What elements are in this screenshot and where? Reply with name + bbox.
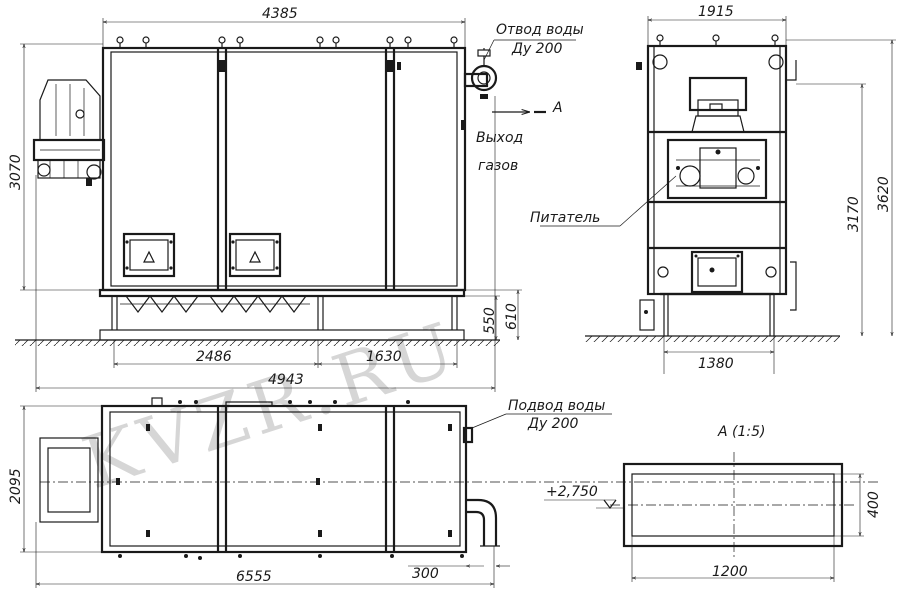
dim-2095: 2095 bbox=[8, 468, 24, 504]
top-lugs bbox=[116, 36, 458, 48]
dim-550: 550 bbox=[482, 307, 498, 334]
base-frame bbox=[98, 288, 466, 341]
label-water-inlet-du: Ду 200 bbox=[527, 416, 578, 432]
label-feeder: Питатель bbox=[530, 210, 600, 226]
plan-bolts bbox=[116, 424, 452, 537]
side-view: 1915 3620 3170 1380 Питатель bbox=[530, 4, 896, 374]
dim-2486: 2486 bbox=[196, 349, 232, 365]
boiler-body bbox=[101, 46, 467, 292]
dim-1630: 1630 bbox=[366, 349, 402, 365]
label-water-outlet-du: Ду 200 bbox=[511, 41, 562, 57]
dim-3620: 3620 bbox=[876, 176, 892, 212]
dim-3170: 3170 bbox=[846, 196, 862, 232]
dim-1915: 1915 bbox=[698, 4, 734, 20]
side-pipe-top bbox=[786, 60, 797, 81]
dim-6555: 6555 bbox=[236, 569, 272, 585]
plan-bottom-lugs bbox=[118, 554, 464, 560]
plan-view: Подвод воды Ду 200 2095 6555 300 bbox=[8, 397, 880, 588]
side-pipe-bottom bbox=[790, 261, 797, 311]
dim-300: 300 bbox=[412, 566, 439, 582]
dim-3070: 3070 bbox=[8, 154, 24, 190]
label-view-a: A bbox=[552, 100, 563, 116]
front-view: 4385 3070 2486 1630 4943 550 610 Отвод в… bbox=[8, 6, 584, 392]
dim-4385: 4385 bbox=[262, 6, 298, 22]
label-water-inlet: Подвод воды bbox=[508, 398, 605, 414]
partition-mark bbox=[219, 60, 225, 72]
feeder-hopper-side bbox=[666, 76, 768, 200]
dim-1380: 1380 bbox=[698, 356, 734, 372]
label-gas-outlet-2: газов bbox=[478, 158, 518, 174]
door-right bbox=[228, 232, 282, 278]
door-left bbox=[122, 232, 176, 278]
partition-mark bbox=[397, 62, 401, 70]
plan-water-inlet bbox=[462, 426, 474, 444]
boiler-inner-outline bbox=[110, 51, 458, 287]
partition-mark bbox=[387, 60, 393, 72]
label-gas-outlet: Выход bbox=[476, 130, 523, 146]
detail-a-title: A (1:5) bbox=[717, 424, 765, 440]
label-water-outlet: Отвод воды bbox=[496, 22, 584, 38]
plan-feeder bbox=[39, 437, 99, 523]
detail-a-level: +2,750 bbox=[546, 484, 598, 500]
side-lower-door bbox=[657, 250, 777, 294]
plan-gas-duct bbox=[466, 498, 498, 546]
detail-a-width: 1200 bbox=[712, 564, 748, 580]
feeder-unit-front bbox=[32, 79, 106, 186]
ground-hatch bbox=[15, 340, 500, 346]
plan-body bbox=[100, 404, 468, 554]
dim-610: 610 bbox=[504, 303, 520, 330]
detail-a: A (1:5) +2,750 1200 400 bbox=[544, 424, 882, 582]
dim-4943: 4943 bbox=[268, 372, 304, 388]
detail-a-height: 400 bbox=[866, 491, 882, 518]
side-mark bbox=[461, 120, 465, 130]
water-outlet-pipe bbox=[463, 48, 498, 99]
